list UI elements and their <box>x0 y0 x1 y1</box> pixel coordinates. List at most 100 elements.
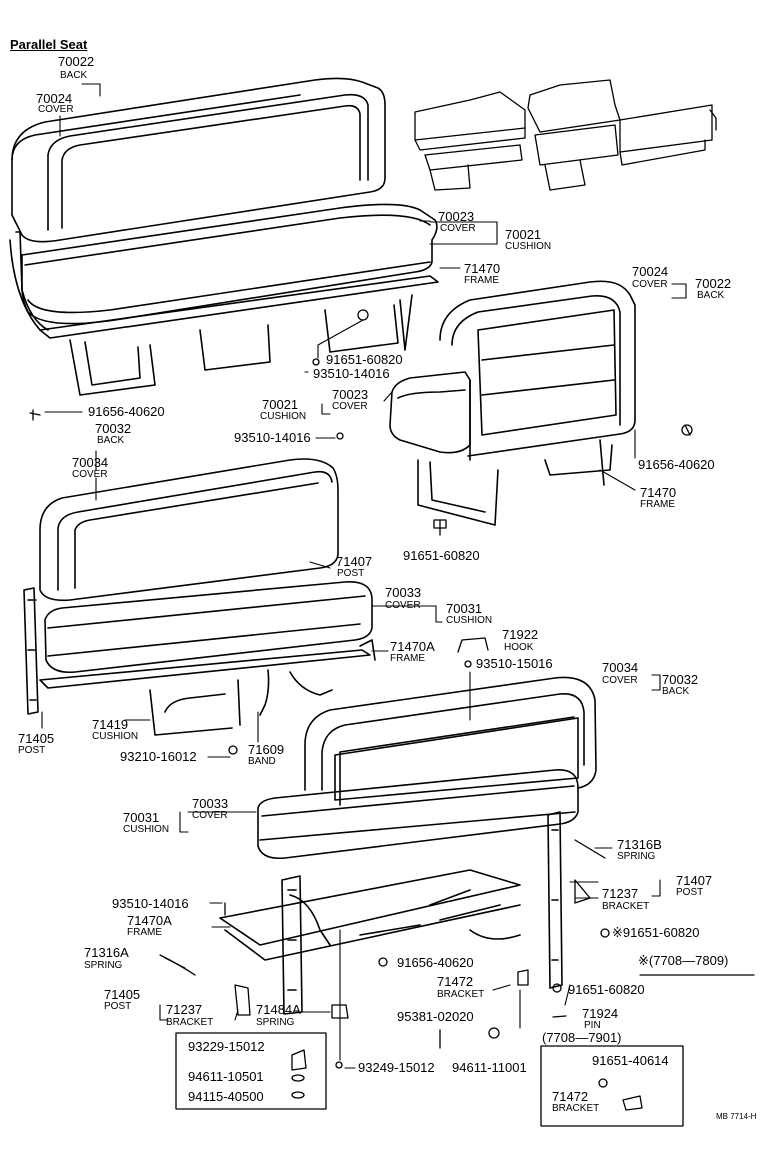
part-number: 70032 <box>662 672 699 687</box>
part-number: 71405 <box>104 987 141 1002</box>
part-number: 71470A <box>127 913 172 928</box>
variant-box <box>540 1045 684 1127</box>
part-label: COVER <box>332 401 368 412</box>
part-number: 93229-15012 <box>188 1039 265 1054</box>
part-number: 70031 <box>446 601 483 616</box>
part-label: SPRING <box>617 851 656 862</box>
part-label: BACK <box>97 435 125 446</box>
diagram-title: Parallel Seat <box>10 37 88 52</box>
part-number: 71472 <box>437 974 474 989</box>
part-label: FRAME <box>127 927 162 938</box>
part-number: 70022 <box>58 54 95 69</box>
part-label: POST <box>337 568 365 579</box>
part-number: 71237 <box>602 886 639 901</box>
part-number: 71316A <box>84 945 129 960</box>
part-number: 71609 <box>248 742 285 757</box>
part-number: 95381-02020 <box>397 1009 474 1024</box>
part-number: 93510-14016 <box>313 366 390 381</box>
part-number: 94115-40500 <box>188 1089 264 1104</box>
part-number: 71405 <box>18 731 55 746</box>
part-number: 70021 <box>505 227 542 242</box>
part-label: BACK <box>60 70 88 81</box>
part-label: FRAME <box>464 275 499 286</box>
part-number: 71419 <box>92 717 129 732</box>
bench-seat-top <box>9 77 439 396</box>
part-number: 94611-10501 <box>188 1069 264 1084</box>
part-label: BAND <box>248 756 276 767</box>
part-number: 70024 <box>632 264 669 279</box>
part-number: 70024 <box>36 91 73 106</box>
part-number: 70023 <box>438 209 475 224</box>
part-label: FRAME <box>640 499 675 510</box>
part-label: COVER <box>192 810 228 821</box>
part-number: 71922 <box>502 627 539 642</box>
part-label: BRACKET <box>166 1017 214 1028</box>
part-label: POST <box>676 887 704 898</box>
part-number: ※91651-60820 <box>612 925 700 940</box>
leader-lines <box>41 83 687 1069</box>
part-number: 91651-60820 <box>403 548 480 563</box>
part-number: 71470 <box>640 485 677 500</box>
part-label: CUSHION <box>505 241 552 252</box>
part-label: CUSHION <box>260 411 307 422</box>
date-range: (7708—7901) <box>542 1030 622 1045</box>
part-number: 70032 <box>95 421 132 436</box>
part-number: 71407 <box>676 873 713 888</box>
part-label: COVER <box>440 223 476 234</box>
part-number: 93210-16012 <box>120 749 197 764</box>
part-label: SPRING <box>256 1017 295 1028</box>
part-label: BRACKET <box>437 989 485 1000</box>
part-label: CUSHION <box>123 824 170 835</box>
part-label: COVER <box>602 675 638 686</box>
hardware-set-box <box>175 1032 327 1110</box>
part-number: 71316B <box>617 837 662 852</box>
part-label: BACK <box>697 290 725 301</box>
part-number: 71484A <box>256 1002 301 1017</box>
part-number: 71470A <box>390 639 435 654</box>
part-number: 70021 <box>262 397 299 412</box>
bench-seat-bottom <box>219 676 597 1015</box>
part-number: 93510-14016 <box>112 896 189 911</box>
part-number: 94611-11001 <box>452 1060 527 1075</box>
part-number: 70034 <box>602 660 639 675</box>
part-number: 71470 <box>464 261 501 276</box>
part-number: 91656-40620 <box>638 457 715 472</box>
part-number: 71924 <box>582 1006 619 1021</box>
part-number: 91651-40614 <box>592 1053 669 1068</box>
part-label: BRACKET <box>602 901 650 912</box>
part-number: 93249-15012 <box>358 1060 435 1075</box>
part-number: 93510-15016 <box>476 656 553 671</box>
part-number: 70022 <box>695 276 732 291</box>
bench-seat-middle <box>23 458 376 736</box>
single-seat-right <box>389 280 636 526</box>
date-note: ※(7708—7809) <box>638 953 729 968</box>
part-label: HOOK <box>504 642 534 653</box>
part-number: 91656-40620 <box>88 404 165 419</box>
part-label: BACK <box>662 686 690 697</box>
part-label: COVER <box>38 104 74 115</box>
part-number: 93510-14016 <box>234 430 311 445</box>
seat-layout-thumbnail <box>414 79 717 191</box>
part-number: 70033 <box>385 585 422 600</box>
part-number: 91651-60820 <box>568 982 645 997</box>
part-number: 70034 <box>72 455 109 470</box>
part-number: 70031 <box>123 810 160 825</box>
part-label: COVER <box>72 469 108 480</box>
part-number: 70023 <box>332 387 369 402</box>
part-label: CUSHION <box>446 615 493 626</box>
part-number: 71472 <box>552 1089 589 1104</box>
part-label: SPRING <box>84 960 123 971</box>
part-number: 71237 <box>166 1002 203 1017</box>
part-label: COVER <box>632 279 668 290</box>
figure-id: MB 7714-H <box>716 1112 757 1121</box>
part-number: 91651-60820 <box>326 352 403 367</box>
part-label: PIN <box>584 1020 601 1031</box>
part-number: 71407 <box>336 554 373 569</box>
part-number: 91656-40620 <box>397 955 474 970</box>
part-label: COVER <box>385 600 421 611</box>
part-label: FRAME <box>390 653 425 664</box>
part-number: 70033 <box>192 796 229 811</box>
part-label: BRACKET <box>552 1103 600 1114</box>
part-label: CUSHION <box>92 731 139 742</box>
